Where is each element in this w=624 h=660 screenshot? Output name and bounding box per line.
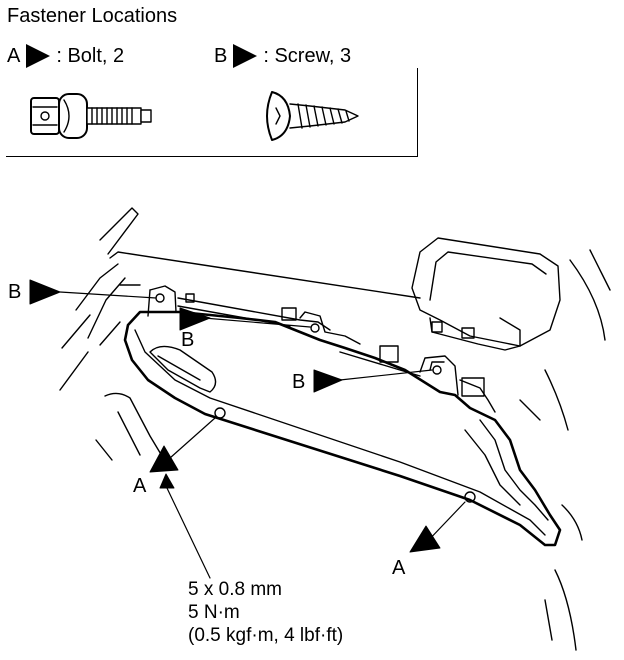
callout-b-left: B (8, 281, 22, 303)
callout-a-left: A (133, 475, 147, 497)
panel-contours (134, 329, 549, 536)
callout-a-right: A (392, 557, 406, 579)
legend-frame (6, 68, 418, 157)
callout-b-center: B (181, 329, 195, 351)
panel-ledge (147, 285, 496, 413)
upper-housing (411, 237, 561, 351)
spec-torque-nm: 5 N·m (188, 602, 240, 623)
legend-item-screw: B : Screw, 3 (214, 44, 351, 68)
screw-icon (266, 91, 359, 141)
triangle-pointer-icon (26, 44, 51, 68)
trim-panel (123, 310, 562, 547)
bolt-icon (30, 93, 152, 139)
legend-desc-b: : Screw, 3 (263, 44, 352, 67)
vehicle-body (59, 207, 611, 651)
legend-desc-a: : Bolt, 2 (56, 44, 125, 67)
triangle-pointer-icon (233, 44, 258, 68)
spec-size: 5 x 0.8 mm (188, 579, 282, 600)
legend-letter-b: B (214, 44, 228, 67)
triangle-pointer-icon (29, 279, 441, 553)
leader-lines (59, 291, 466, 579)
callout-b-right: B (292, 371, 306, 393)
legend-item-bolt: A : Bolt, 2 (7, 44, 124, 68)
legend-letter-a: A (7, 44, 21, 67)
spec-torque-alt: (0.5 kgf·m, 4 lbf·ft) (188, 625, 344, 646)
page-title: Fastener Locations (7, 5, 178, 27)
